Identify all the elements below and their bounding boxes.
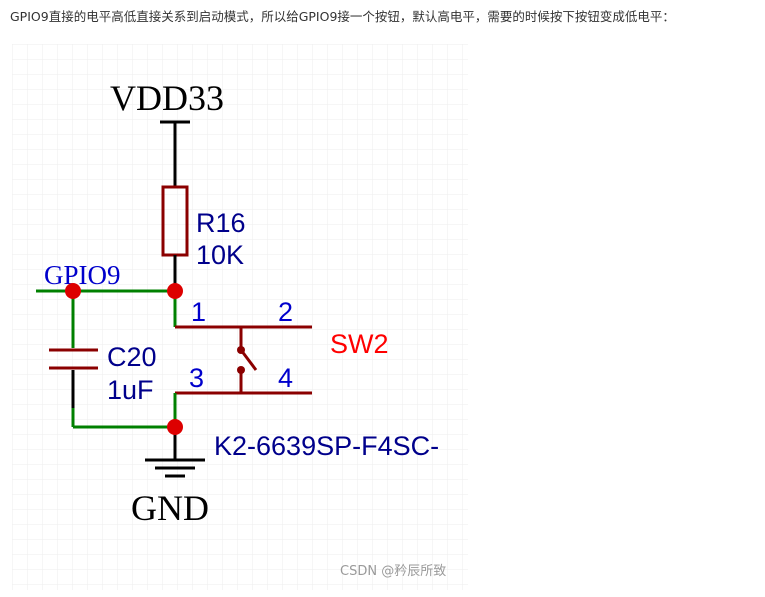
switch-ref: SW2 [330,329,389,359]
resistor-ref: R16 [196,208,246,238]
sw-pin-3: 3 [189,363,204,393]
capacitor-value: 1uF [107,375,154,405]
schematic-svg: VDD33 R16 10K GPIO9 C20 1uF 1 2 3 4 [12,44,468,590]
schematic-diagram: VDD33 R16 10K GPIO9 C20 1uF 1 2 3 4 [12,44,468,590]
gnd-label: GND [131,488,209,528]
junction-gpio9-cap [65,283,81,299]
capacitor-ref: C20 [107,342,157,372]
junction-gpio9-resistor [167,283,183,299]
sw-pin-2: 2 [278,297,293,327]
intro-text: GPIO9直接的电平高低直接关系到启动模式，所以给GPIO9接一个按钮，默认高电… [10,9,675,24]
grid-background [12,44,468,590]
vdd-label: VDD33 [110,78,224,118]
gpio9-label: GPIO9 [44,260,121,290]
resistor-value: 10K [196,240,244,270]
watermark: CSDN @矜辰所致 [340,564,447,579]
sw-lever [239,349,258,371]
switch-part-number: K2-6639SP-F4SC- [214,431,439,461]
sw-contact-dot-bottom [237,366,245,374]
sw-pin-1: 1 [191,297,206,327]
sw-pin-4: 4 [278,363,293,393]
junction-gnd [167,419,183,435]
